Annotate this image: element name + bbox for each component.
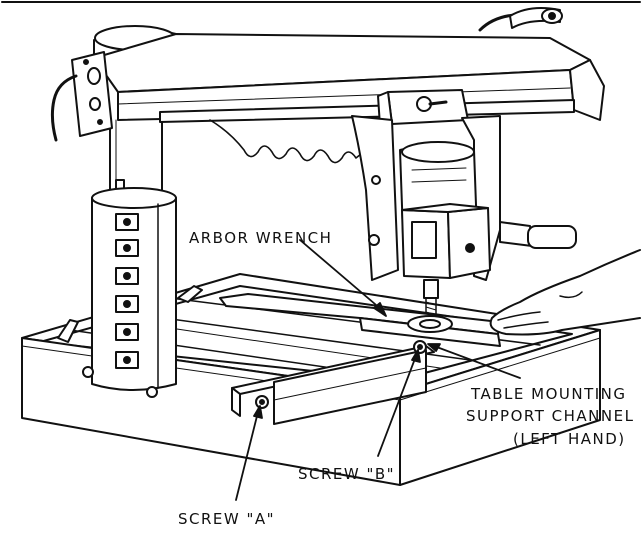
column (82, 109, 177, 398)
table-mounting-label-line2: SUPPORT CHANNEL (466, 407, 635, 425)
saw-head (351, 89, 577, 323)
table-mounting-label-line1: TABLE MOUNTING (471, 385, 627, 403)
arbor-wrench-label: ARBOR WRENCH (189, 229, 333, 247)
radial-arm (50, 7, 605, 142)
coil-cord (209, 119, 367, 164)
screw-a-label: SCREW "A" (178, 510, 276, 528)
column-notches (115, 213, 139, 369)
table-mounting-label-line3: (LEFT HAND) (513, 430, 626, 448)
support-channel (231, 340, 435, 425)
screw-b-label: SCREW "B" (298, 465, 396, 483)
leader-lines (235, 239, 521, 501)
arbor-wrench (219, 293, 501, 347)
hand (489, 249, 641, 336)
